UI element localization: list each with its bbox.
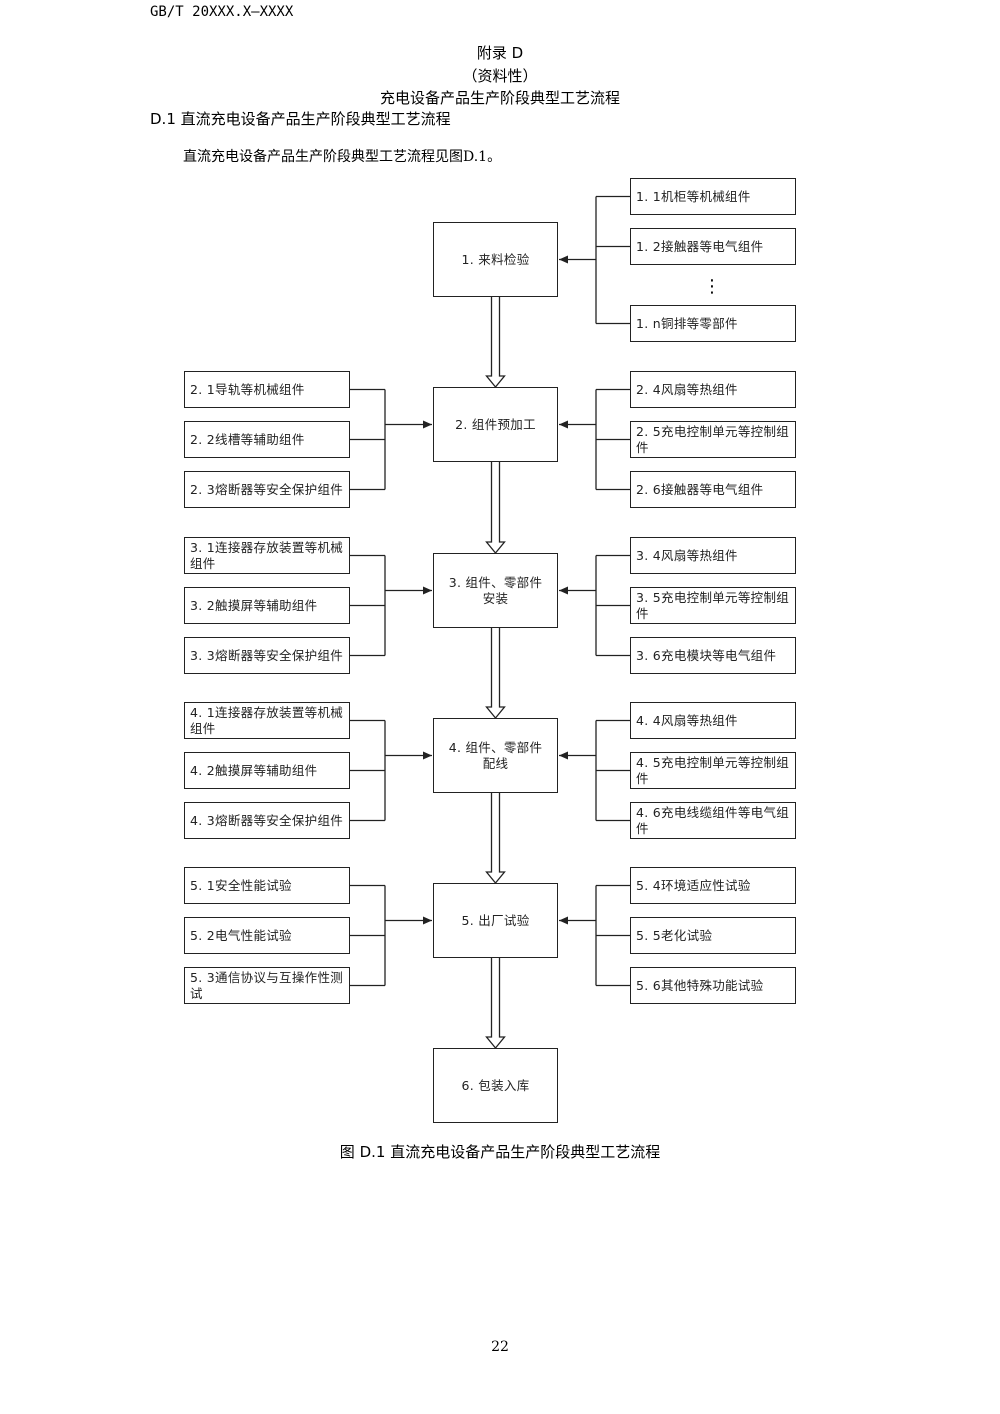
step-1-right-input-1: 1. 1机柜等机械组件 bbox=[630, 178, 796, 215]
step-4-left-input-1: 4. 1连接器存放装置等机械组件 bbox=[184, 702, 350, 739]
step-1-right-input-2-label: 1. 2接触器等电气组件 bbox=[636, 238, 764, 254]
step-2-left-input-1: 2. 1导轨等机械组件 bbox=[184, 371, 350, 408]
step-2-right-input-1: 2. 4风扇等热组件 bbox=[630, 371, 796, 408]
step-3-right-input-2: 3. 5充电控制单元等控制组件 bbox=[630, 587, 796, 624]
step-5-right-input-1: 5. 4环境适应性试验 bbox=[630, 867, 796, 904]
step-2-right-input-3: 2. 6接触器等电气组件 bbox=[630, 471, 796, 508]
step-3-right-input-3-label: 3. 6充电模块等电气组件 bbox=[636, 647, 777, 663]
step-4-right-input-3: 4. 6充电线缆组件等电气组件 bbox=[630, 802, 796, 839]
step-5-right-input-2: 5. 5老化试验 bbox=[630, 917, 796, 954]
step-5-left-input-3: 5. 3通信协议与互操作性测试 bbox=[184, 967, 350, 1004]
flow-arrow-2-to-3 bbox=[485, 462, 506, 555]
process-step-2-label: 2. 组件预加工 bbox=[455, 416, 536, 432]
process-step-1: 1. 来料检验 bbox=[433, 222, 558, 297]
page-number: 22 bbox=[491, 1339, 509, 1355]
flow-arrow-1-to-2 bbox=[485, 297, 506, 389]
step-3-right-input-1-label: 3. 4风扇等热组件 bbox=[636, 547, 738, 563]
step-2-left-input-2-label: 2. 2线槽等辅助组件 bbox=[190, 431, 305, 447]
process-step-5: 5. 出厂试验 bbox=[433, 883, 558, 958]
step-5-left-input-2-label: 5. 2电气性能试验 bbox=[190, 927, 292, 943]
step-3-left-input-2: 3. 2触摸屏等辅助组件 bbox=[184, 587, 350, 624]
step-2-left-input-1-label: 2. 1导轨等机械组件 bbox=[190, 381, 305, 397]
step-5-left-input-1-label: 5. 1安全性能试验 bbox=[190, 877, 292, 893]
appendix-title: 附录 D bbox=[476, 44, 524, 62]
step-2-right-input-2-label: 2. 5充电控制单元等控制组件 bbox=[636, 423, 790, 455]
step-5-right-input-2-label: 5. 5老化试验 bbox=[636, 927, 713, 943]
step-4-right-input-1: 4. 4风扇等热组件 bbox=[630, 702, 796, 739]
step-4-right-input-3-label: 4. 6充电线缆组件等电气组件 bbox=[636, 804, 790, 836]
step-4-left-input-3-label: 4. 3熔断器等安全保护组件 bbox=[190, 812, 344, 828]
flow-arrow-5-to-6 bbox=[485, 958, 506, 1050]
process-step-1-label: 1. 来料检验 bbox=[461, 251, 530, 267]
step-2-right-input-2: 2. 5充电控制单元等控制组件 bbox=[630, 421, 796, 458]
step-3-left-input-1: 3. 1连接器存放装置等机械组件 bbox=[184, 537, 350, 574]
step-5-right-input-3: 5. 6其他特殊功能试验 bbox=[630, 967, 796, 1004]
flow-arrow-3-to-4 bbox=[485, 628, 506, 720]
appendix-nature: （资料性） bbox=[462, 67, 538, 85]
section-intro: 直流充电设备产品生产阶段典型工艺流程见图D.1。 bbox=[183, 149, 502, 165]
step-1-right-input-3: 1. n铜排等零部件 bbox=[630, 305, 796, 342]
step-4-right-input-2: 4. 5充电控制单元等控制组件 bbox=[630, 752, 796, 789]
step-4-left-input-1-label: 4. 1连接器存放装置等机械组件 bbox=[190, 704, 344, 736]
process-step-3-label: 3. 组件、零部件安装 bbox=[448, 574, 543, 606]
step-4-left-input-2: 4. 2触摸屏等辅助组件 bbox=[184, 752, 350, 789]
step-2-right-input-3-label: 2. 6接触器等电气组件 bbox=[636, 481, 764, 497]
step-3-left-input-3-label: 3. 3熔断器等安全保护组件 bbox=[190, 647, 344, 663]
step-3-right-input-2-label: 3. 5充电控制单元等控制组件 bbox=[636, 589, 790, 621]
step-4-right-input-2-label: 4. 5充电控制单元等控制组件 bbox=[636, 754, 790, 786]
step-5-right-input-1-label: 5. 4环境适应性试验 bbox=[636, 877, 751, 893]
step-3-right-input-1: 3. 4风扇等热组件 bbox=[630, 537, 796, 574]
appendix-subtitle: 充电设备产品生产阶段典型工艺流程 bbox=[379, 89, 620, 107]
section-heading: D.1 直流充电设备产品生产阶段典型工艺流程 bbox=[150, 110, 451, 128]
step-2-left-input-3-label: 2. 3熔断器等安全保护组件 bbox=[190, 481, 344, 497]
step-5-right-input-3-label: 5. 6其他特殊功能试验 bbox=[636, 977, 764, 993]
flow-arrow-4-to-5 bbox=[485, 793, 506, 885]
process-step-6-label: 6. 包装入库 bbox=[461, 1077, 530, 1093]
step-2-right-input-1-label: 2. 4风扇等热组件 bbox=[636, 381, 738, 397]
step-5-left-input-3-label: 5. 3通信协议与互操作性测试 bbox=[190, 969, 344, 1001]
process-step-4: 4. 组件、零部件配线 bbox=[433, 718, 558, 793]
process-step-4-label: 4. 组件、零部件配线 bbox=[448, 739, 543, 771]
step-3-left-input-3: 3. 3熔断器等安全保护组件 bbox=[184, 637, 350, 674]
step-1-right-input-1-label: 1. 1机柜等机械组件 bbox=[636, 188, 751, 204]
step-4-left-input-2-label: 4. 2触摸屏等辅助组件 bbox=[190, 762, 318, 778]
step-1-right-input-2: 1. 2接触器等电气组件 bbox=[630, 228, 796, 265]
step-5-left-input-1: 5. 1安全性能试验 bbox=[184, 867, 350, 904]
step-3-left-input-2-label: 3. 2触摸屏等辅助组件 bbox=[190, 597, 318, 613]
step-4-left-input-3: 4. 3熔断器等安全保护组件 bbox=[184, 802, 350, 839]
step-3-right-input-3: 3. 6充电模块等电气组件 bbox=[630, 637, 796, 674]
process-step-2: 2. 组件预加工 bbox=[433, 387, 558, 462]
ellipsis-more-inputs: ⋮ bbox=[703, 275, 721, 297]
step-3-left-input-1-label: 3. 1连接器存放装置等机械组件 bbox=[190, 539, 344, 571]
process-step-6: 6. 包装入库 bbox=[433, 1048, 558, 1123]
step-1-right-input-3-label: 1. n铜排等零部件 bbox=[636, 315, 738, 331]
process-step-5-label: 5. 出厂试验 bbox=[461, 912, 530, 928]
document-code-header: GB/T 20XXX.X—XXXX bbox=[150, 4, 294, 20]
process-step-3: 3. 组件、零部件安装 bbox=[433, 553, 558, 628]
figure-caption: 图 D.1 直流充电设备产品生产阶段典型工艺流程 bbox=[339, 1143, 661, 1161]
step-5-left-input-2: 5. 2电气性能试验 bbox=[184, 917, 350, 954]
step-4-right-input-1-label: 4. 4风扇等热组件 bbox=[636, 712, 738, 728]
step-2-left-input-2: 2. 2线槽等辅助组件 bbox=[184, 421, 350, 458]
step-2-left-input-3: 2. 3熔断器等安全保护组件 bbox=[184, 471, 350, 508]
